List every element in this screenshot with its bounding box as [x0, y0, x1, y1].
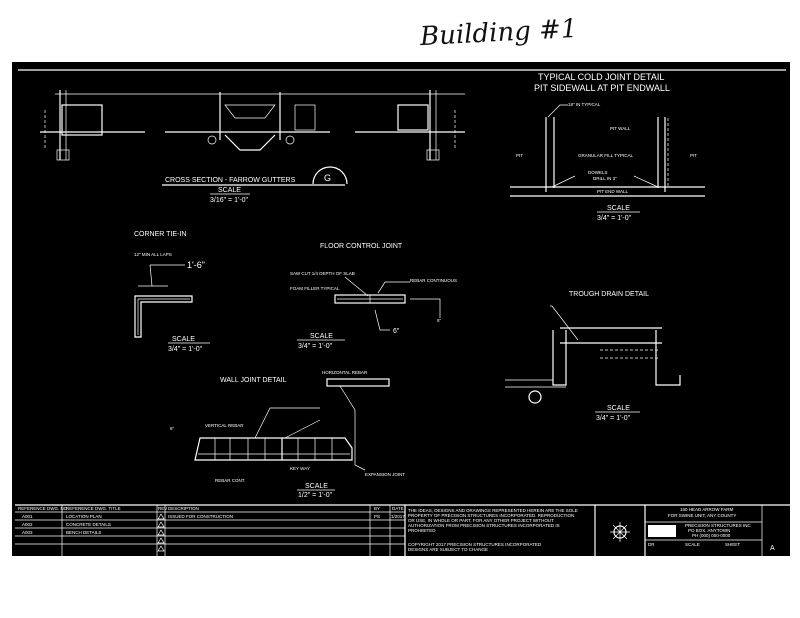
floor-control-joint-drawing — [334, 276, 441, 331]
svg-text:PS: PS — [374, 514, 380, 519]
cross-section-title: CROSS SECTION - FARROW GUTTERS — [165, 177, 296, 184]
trough-drain-scale: 3/4" = 1'-0" — [596, 415, 631, 422]
wall-joint-scale: 1/2" = 1'-0" — [298, 492, 333, 499]
corner-tie-in-dimension: 1'-6" — [187, 260, 205, 270]
header-ref-title: REFERENCE DWG. TITLE — [66, 506, 121, 511]
field-scale: SCALE — [685, 542, 700, 547]
cold-joint-label: PIT — [690, 153, 697, 158]
field-drawn-by: DR — [648, 542, 655, 547]
cold-joint-label: 18" IN TYPICAL — [568, 102, 601, 107]
cold-joint-label: PIT WALL — [610, 126, 631, 131]
wall-joint-label: HORIZONTAL REBAR — [322, 370, 368, 375]
compass-rose-icon — [610, 522, 630, 542]
cross-section-drawing — [40, 90, 465, 161]
revision-triangle-icon — [157, 545, 165, 552]
cold-joint-label: DOWELS — [588, 170, 608, 175]
floor-control-joint-label: FOAM FILLER TYPICAL — [290, 286, 340, 291]
floor-control-joint-scale: 3/4" = 1'-0" — [298, 343, 333, 350]
notice-line: THE IDEAS, DESIGNS AND DRAWINGS REPRESEN… — [408, 508, 578, 513]
revision-triangle-icon — [157, 529, 165, 536]
project-name: 150 HEAD ARROW FARM — [680, 507, 734, 512]
cold-joint-title-1: TYPICAL COLD JOINT DETAIL — [538, 72, 664, 82]
header-description: DESCRIPTION — [168, 506, 199, 511]
wall-joint-label: VERTICAL REBAR — [205, 423, 244, 428]
cold-joint-label: DRILL IN 3" — [593, 176, 617, 181]
company-address: PO BOX, ANYTOWN — [688, 528, 730, 533]
revision-row: A003 BENCH DETAILS — [22, 529, 165, 536]
copyright-line: DESIGNS ARE SUBJECT TO CHANGE — [408, 547, 488, 552]
svg-text:LOCATION PLAN: LOCATION PLAN — [66, 514, 102, 519]
field-sheet: SHEET — [725, 542, 740, 547]
svg-text:A001: A001 — [22, 514, 33, 519]
corner-tie-in-title: CORNER TIE-IN — [134, 231, 186, 238]
svg-text:ISSUED FOR CONSTRUCTION: ISSUED FOR CONSTRUCTION — [168, 514, 233, 519]
wall-joint-drawing — [194, 378, 390, 471]
cold-joint-scale-label: SCALE — [607, 205, 630, 212]
floor-control-joint-title: FLOOR CONTROL JOINT — [320, 243, 403, 250]
company-logo — [648, 525, 676, 537]
revision-triangle-icon — [157, 537, 165, 544]
trough-drain-scale-label: SCALE — [607, 405, 630, 412]
floor-control-joint-scale-label: SCALE — [310, 333, 333, 340]
corner-tie-in-note: 12" MIN ALL LAPS — [134, 252, 172, 257]
corner-tie-in-drawing — [134, 264, 193, 338]
svg-text:BENCH DETAILS: BENCH DETAILS — [66, 530, 101, 535]
cross-section-scale: 3/16" = 1'-0" — [210, 197, 249, 204]
sheet-background — [12, 62, 790, 556]
revision-row: A002 CONCRETE DETAILS — [22, 521, 165, 528]
cold-joint-title-2: PIT SIDEWALL AT PIT ENDWALL — [534, 83, 670, 93]
project-location: FOR SWINE UNIT, ANY COUNTY — [668, 513, 736, 518]
notice-line: PROPERTY OF PRECISION STRUCTURES INCORPO… — [408, 513, 574, 518]
cold-joint-label: GRANULAR FILL TYPICAL — [578, 153, 634, 158]
cold-joint-label: PIT — [516, 153, 523, 158]
floor-control-joint-label: SAW CUT 1/4 DEPTH OF SLAB — [290, 271, 355, 276]
sheet-letter: A — [770, 545, 775, 552]
revision-row: A001 LOCATION PLAN ISSUED FOR CONSTRUCTI… — [22, 513, 405, 520]
header-by: BY — [374, 506, 380, 511]
cold-joint-drawing — [510, 104, 705, 197]
corner-tie-in-scale-label: SCALE — [172, 336, 195, 343]
section-marker: G — [324, 173, 331, 183]
title-block — [15, 504, 790, 556]
wall-joint-label: EXPANSION JOINT — [365, 472, 405, 477]
wall-joint-label: 6" — [170, 426, 175, 431]
wall-joint-scale-label: SCALE — [305, 483, 328, 490]
notice-line: OR USE, IN WHOLE OR PART, FOR ANY OTHER … — [408, 518, 554, 523]
header-date: DATE — [392, 506, 404, 511]
wall-joint-title: WALL JOINT DETAIL — [220, 377, 287, 384]
svg-text:A002: A002 — [22, 522, 33, 527]
copyright-line: COPYRIGHT 2017 PRECISION STRUCTURES INCO… — [408, 542, 542, 547]
wall-joint-label: KEY WAY — [290, 466, 310, 471]
cold-joint-scale: 3/4" = 1'-0" — [597, 215, 632, 222]
svg-text:A003: A003 — [22, 530, 33, 535]
cross-section-scale-label: SCALE — [218, 187, 241, 194]
trough-drain-title: TROUGH DRAIN DETAIL — [569, 291, 649, 298]
notice-line: PROHIBITED — [408, 528, 436, 533]
trough-drain-drawing — [505, 305, 681, 404]
corner-tie-in-scale: 3/4" = 1'-0" — [168, 346, 203, 353]
notice-line: AUTHORIZATION FROM PRECISION STRUCTURES … — [408, 523, 560, 528]
floor-control-joint-label: 6" — [393, 328, 400, 335]
floor-control-joint-label: 5" — [437, 318, 442, 323]
revision-triangle-icon — [157, 521, 165, 528]
section-marker-icon — [312, 166, 348, 185]
revision-triangle-icon — [157, 513, 165, 520]
company-name: PRECISION STRUCTURES INC — [685, 523, 752, 528]
header-rev: REV — [158, 506, 167, 511]
wall-joint-label: REBAR CONT. — [215, 478, 245, 483]
svg-text:CONCRETE DETAILS: CONCRETE DETAILS — [66, 522, 111, 527]
header-ref-no: REFERENCE DWG. NO — [18, 506, 68, 511]
company-phone: PH (000) 000-0000 — [692, 533, 731, 538]
svg-text:1/2017: 1/2017 — [391, 514, 405, 519]
cold-joint-label: PIT END WALL — [597, 189, 629, 194]
floor-control-joint-label: REBAR CONTINUOUS — [410, 278, 457, 283]
